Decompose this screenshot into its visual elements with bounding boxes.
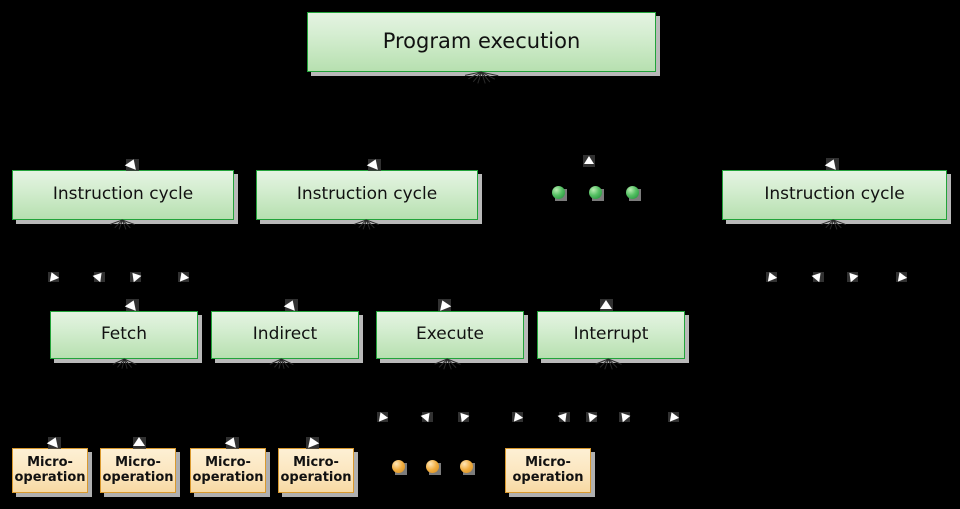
ellipsis-level2 — [552, 186, 648, 206]
arrow-halo — [94, 272, 105, 282]
node-instruction-cycle-1[interactable]: Instruction cycle — [12, 170, 238, 224]
node-fetch[interactable]: Fetch — [50, 311, 202, 363]
ellipsis-level4 — [392, 460, 482, 480]
node-label: Fetch — [100, 324, 148, 345]
node-label: Execute — [416, 324, 484, 345]
micro-line-1: Micro- — [27, 454, 73, 470]
node-face — [12, 448, 88, 493]
node-face — [100, 448, 176, 493]
ellipsis-dot — [426, 460, 441, 475]
node-face — [376, 311, 524, 359]
node-micro-operation-2[interactable]: Micro- operation — [98, 448, 180, 497]
ellipsis-dot — [392, 460, 407, 475]
arrow-halo — [48, 272, 59, 282]
node-label: Instruction cycle — [764, 184, 905, 205]
micro-line-2: operation — [14, 469, 86, 485]
arrow-halo — [512, 412, 523, 422]
arrow-halo — [668, 412, 679, 422]
arrow-halo — [896, 272, 907, 282]
arrowhead-to-ellipsis-level2 — [584, 156, 594, 164]
node-face — [307, 12, 656, 72]
node-micro-operation-4[interactable]: Micro- operation — [276, 448, 358, 497]
arrow-halo — [619, 412, 630, 422]
node-micro-operation-5[interactable]: Micro- operation — [505, 448, 595, 497]
arrowhead-to-micro-2 — [133, 437, 145, 446]
node-label: Micro- operation — [276, 454, 355, 485]
node-micro-operation-3[interactable]: Micro- operation — [188, 448, 270, 497]
node-label: Micro- operation — [188, 454, 267, 485]
arrow-halo — [559, 412, 570, 422]
node-label: Instruction cycle — [296, 184, 438, 205]
arrow-halo — [226, 437, 239, 449]
arrow-halo — [586, 412, 597, 422]
micro-line-2: operation — [102, 469, 174, 485]
node-instruction-cycle-2[interactable]: Instruction cycle — [256, 170, 482, 224]
node-interrupt[interactable]: Interrupt — [537, 311, 689, 363]
arrowhead-to-interrupt — [600, 300, 612, 309]
node-execute[interactable]: Execute — [376, 311, 528, 363]
ellipsis-dot — [552, 186, 567, 201]
node-label: Micro- operation — [98, 454, 177, 485]
node-face — [537, 311, 685, 359]
node-label: Interrupt — [573, 324, 649, 345]
arrow-halo — [285, 299, 298, 311]
arrow-halo — [126, 159, 139, 171]
arrow-halo — [126, 299, 139, 311]
node-label: Indirect — [252, 324, 318, 345]
node-face — [12, 170, 234, 220]
node-program-execution[interactable]: Program execution — [307, 12, 660, 76]
micro-line-2: operation — [512, 469, 584, 485]
node-label: Instruction cycle — [52, 184, 194, 205]
ellipsis-dot — [460, 460, 475, 475]
arrow-halo — [766, 272, 777, 282]
node-instruction-cycle-3[interactable]: Instruction cycle — [722, 170, 951, 224]
arrow-halo — [813, 272, 824, 282]
arrow-halo — [48, 437, 61, 449]
node-face — [211, 311, 359, 359]
micro-line-1: Micro- — [525, 454, 571, 470]
arrow-halo — [458, 412, 469, 422]
arrow-halo — [368, 159, 381, 171]
micro-line-1: Micro- — [293, 454, 339, 470]
ellipsis-dot — [626, 186, 641, 201]
arrow-halo — [422, 412, 433, 422]
node-face — [50, 311, 198, 359]
node-label: Micro- operation — [508, 454, 587, 485]
micro-line-1: Micro- — [205, 454, 251, 470]
micro-line-2: operation — [192, 469, 264, 485]
node-indirect[interactable]: Indirect — [211, 311, 363, 363]
arrow-halo — [178, 272, 189, 282]
arrow-halo — [377, 412, 388, 422]
node-micro-operation-1[interactable]: Micro- operation — [10, 448, 92, 497]
ellipsis-dot — [589, 186, 604, 201]
node-label: Micro- operation — [10, 454, 89, 485]
micro-line-1: Micro- — [115, 454, 161, 470]
node-label: Program execution — [382, 29, 581, 54]
arrow-halo — [847, 272, 858, 282]
arrow-halo — [306, 437, 319, 449]
arrow-halo — [826, 158, 839, 170]
arrow-halo — [438, 299, 451, 311]
micro-line-2: operation — [280, 469, 352, 485]
arrow-halo — [130, 272, 141, 282]
node-face — [722, 170, 947, 220]
node-face — [505, 448, 591, 493]
